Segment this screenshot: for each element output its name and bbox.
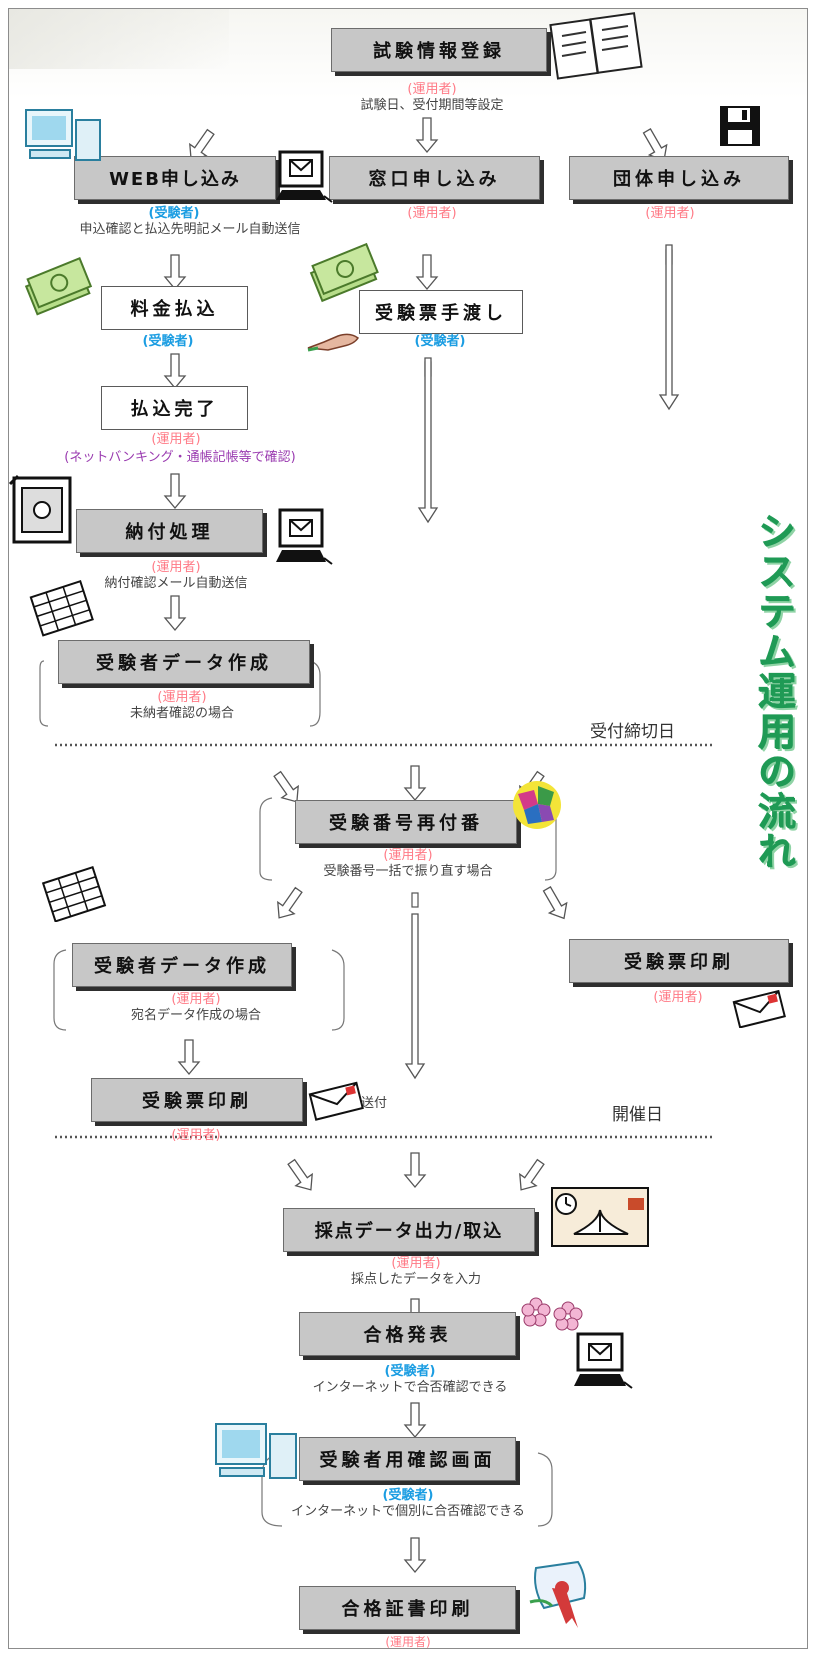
puzzle-icon — [513, 781, 561, 829]
note-confirm-screen: インターネットで個別に合否確認できる — [291, 1504, 525, 1519]
long-arrow-counter — [418, 357, 438, 523]
floppy-disk-icon — [720, 106, 760, 146]
role-web-apply: (受験者) — [148, 206, 200, 221]
arrow-web-to-fee — [164, 254, 186, 290]
node-pass-announce: 合格発表 — [299, 1312, 516, 1356]
arrow-to-renumber-center — [404, 765, 426, 801]
node-scoring: 採点データ出力/取込 — [283, 1208, 535, 1252]
note-send: 送付 — [360, 1096, 388, 1111]
note-examinee-data-2: 宛名データ作成の場合 — [130, 1008, 262, 1023]
money-icon-2 — [309, 242, 379, 303]
role-ticket-handover: (受験者) — [414, 334, 466, 349]
node-fee-payment: 料金払込 — [101, 286, 248, 330]
hand-icon — [307, 333, 360, 352]
computer-icon — [25, 109, 101, 161]
role-scoring: (運用者) — [391, 1256, 441, 1271]
arrow-to-scoring-right — [512, 1155, 550, 1197]
money-icon — [24, 257, 93, 316]
note-pass-announce: インターネットで合否確認できる — [312, 1380, 508, 1395]
long-arrow-group — [659, 244, 679, 410]
note-payment-complete: (ネットバンキング・通帳記帳等で確認) — [64, 450, 296, 465]
milestone-exam-day: 開催日 — [612, 1105, 663, 1125]
arrow-fee-to-complete — [164, 353, 186, 389]
arrow-data2-to-print — [178, 1039, 200, 1075]
email-monitor-icon-3 — [574, 1332, 633, 1389]
node-payment-complete: 払込完了 — [101, 386, 248, 430]
envelope-icon — [732, 989, 786, 1028]
role-payment-processing: (運用者) — [151, 560, 201, 575]
node-certificate-print: 合格証書印刷 — [299, 1586, 516, 1630]
node-exam-registration: 試験情報登録 — [331, 28, 547, 72]
role-counter-apply: (運用者) — [407, 206, 457, 221]
notebook-icon — [549, 12, 643, 80]
note-scoring: 採点したデータを入力 — [350, 1272, 482, 1287]
side-title: システム運用の流れ — [752, 512, 796, 872]
arrow-announce-to-confirm — [404, 1402, 426, 1438]
note-examinee-data-1: 未納者確認の場合 — [129, 706, 235, 721]
role-renumbering: (運用者) — [383, 848, 433, 863]
diploma-icon — [529, 1560, 587, 1628]
computer-icon-2 — [215, 1423, 297, 1479]
node-ticket-print-left: 受験票印刷 — [91, 1078, 303, 1122]
role-pass-announce: (受験者) — [384, 1364, 436, 1379]
arrow-renumber-to-data2 — [270, 883, 308, 925]
role-payment-complete: (運用者) — [151, 432, 201, 447]
role-group-apply: (運用者) — [645, 206, 695, 221]
node-group-apply: 団体申し込み — [569, 156, 789, 200]
note-payment-processing: 納付確認メール自動送信 — [104, 576, 248, 591]
role-exam-registration: (運用者) — [407, 82, 457, 97]
email-monitor-icon — [276, 150, 333, 203]
bracket-confirm-right — [537, 1452, 553, 1527]
node-payment-processing: 納付処理 — [76, 509, 263, 553]
role-ticket-print-right: (運用者) — [653, 990, 703, 1005]
milestone-deadline: 受付締切日 — [590, 722, 675, 742]
arrow-confirm-to-certificate — [404, 1537, 426, 1573]
role-certificate-print: (運用者) — [385, 1635, 431, 1649]
bracket-data2-left — [53, 949, 67, 1031]
arrow-register-to-counter — [416, 117, 438, 153]
role-ticket-print-left: (運用者) — [171, 1128, 221, 1143]
node-counter-apply: 窓口申し込み — [329, 156, 540, 200]
arrow-to-scoring-center — [404, 1152, 426, 1188]
arrow-processing-to-data — [164, 595, 186, 631]
arrow-renumber-to-print — [537, 883, 574, 925]
node-ticket-handover: 受験票手渡し — [359, 290, 523, 334]
role-examinee-data-2: (運用者) — [171, 992, 221, 1007]
spreadsheet-icon — [29, 580, 94, 637]
node-web-apply: WEB申し込み — [74, 156, 276, 200]
node-renumbering: 受験番号再付番 — [295, 800, 517, 844]
bracket-data2-right — [331, 949, 345, 1031]
role-fee-payment: (受験者) — [142, 334, 194, 349]
spreadsheet-icon-2 — [41, 866, 107, 922]
bracket-renumber-left — [259, 797, 273, 881]
book-clock-icon — [551, 1187, 649, 1247]
note-exam-registration: 試験日、受付期間等設定 — [360, 98, 504, 113]
long-arrow-renumber — [405, 892, 425, 1079]
email-monitor-icon-2 — [276, 508, 333, 565]
safe-icon — [8, 474, 72, 544]
node-examinee-data-1: 受験者データ作成 — [58, 640, 310, 684]
role-confirm-screen: (受験者) — [382, 1488, 434, 1503]
arrow-to-scoring-left — [282, 1155, 320, 1197]
sakura-icon — [521, 1297, 583, 1331]
role-examinee-data-1: (運用者) — [157, 690, 207, 705]
arrow-complete-to-processing — [164, 473, 186, 509]
note-web-apply: 申込確認と払込先明記メール自動送信 — [79, 222, 301, 237]
note-renumbering: 受験番号一括で振り直す場合 — [323, 864, 493, 879]
node-confirm-screen: 受験者用確認画面 — [299, 1437, 516, 1481]
node-ticket-print-right: 受験票印刷 — [569, 939, 789, 983]
envelope-icon-2 — [308, 1081, 364, 1121]
arrow-counter-to-ticket — [416, 254, 438, 290]
bracket-data1-right — [309, 660, 321, 727]
bracket-data1-left — [39, 660, 49, 727]
node-examinee-data-2: 受験者データ作成 — [72, 943, 292, 987]
